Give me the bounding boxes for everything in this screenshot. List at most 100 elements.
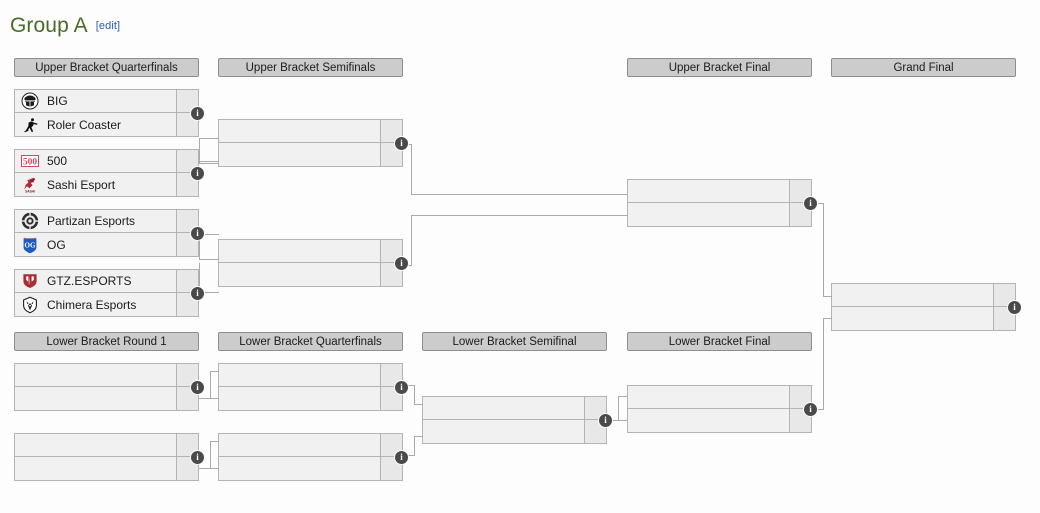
score-cell bbox=[176, 90, 198, 112]
score-cell bbox=[584, 420, 606, 443]
opponent-name-cell bbox=[628, 180, 789, 202]
match-opponent-top[interactable] bbox=[15, 364, 198, 387]
connector-line bbox=[414, 385, 415, 404]
match-ubsf2[interactable]: i bbox=[218, 239, 408, 287]
connector-line bbox=[414, 436, 415, 456]
match-opponent-top[interactable] bbox=[423, 397, 606, 420]
opponent-name-cell bbox=[219, 240, 380, 262]
match-opponent-bottom[interactable] bbox=[15, 457, 198, 480]
match-opponent-top[interactable] bbox=[219, 434, 402, 457]
score-cell bbox=[176, 113, 198, 136]
info-icon[interactable]: i bbox=[191, 381, 204, 394]
500-logo: 500 bbox=[21, 152, 39, 170]
match-ubf1[interactable]: i bbox=[627, 179, 817, 227]
match-opponent-bottom[interactable]: Roler Coaster bbox=[15, 113, 198, 136]
score-cell bbox=[176, 270, 198, 292]
match-opponent-bottom[interactable] bbox=[219, 263, 402, 286]
info-icon[interactable]: i bbox=[1008, 301, 1021, 314]
connector-line bbox=[210, 441, 219, 442]
match-opponent-bottom[interactable] bbox=[628, 409, 811, 432]
info-icon[interactable]: i bbox=[191, 287, 204, 300]
match-lbqf2[interactable]: i bbox=[218, 433, 408, 481]
connector-line bbox=[210, 441, 211, 469]
info-icon[interactable]: i bbox=[395, 381, 408, 394]
match-opponent-bottom[interactable] bbox=[628, 203, 811, 226]
match-opponent-top[interactable] bbox=[628, 386, 811, 409]
connector-line bbox=[199, 259, 219, 260]
connector-line bbox=[199, 138, 219, 139]
match-opponent-bottom[interactable]: SASHI Sashi Esport bbox=[15, 173, 198, 196]
connector-line bbox=[607, 420, 628, 421]
match-opponent-top[interactable] bbox=[219, 120, 402, 143]
match-opponent-bottom[interactable]: OG OG bbox=[15, 233, 198, 256]
opponent-name-cell: 500 500 bbox=[15, 150, 176, 172]
opponent-name-cell bbox=[219, 143, 380, 166]
opponent-name-cell bbox=[219, 457, 380, 480]
svg-text:500: 500 bbox=[23, 157, 38, 167]
match-opponent-bottom[interactable]: Chimera Esports bbox=[15, 293, 198, 316]
info-icon[interactable]: i bbox=[191, 107, 204, 120]
match-ubsf1[interactable]: i bbox=[218, 119, 408, 167]
match-ubqf3[interactable]: Partizan Esports OG OG i bbox=[14, 209, 204, 257]
connector-line bbox=[199, 468, 219, 469]
score-cell bbox=[176, 210, 198, 232]
match-lbr1b[interactable]: i bbox=[14, 433, 204, 481]
score-cell bbox=[789, 386, 811, 408]
match-opponent-top[interactable]: BIG bbox=[15, 90, 198, 113]
match-opponent-top[interactable] bbox=[628, 180, 811, 203]
team-name: OG bbox=[47, 237, 66, 252]
info-icon[interactable]: i bbox=[599, 414, 612, 427]
opponent-name-cell: Chimera Esports bbox=[15, 293, 176, 316]
opponent-name-cell bbox=[15, 457, 176, 480]
connector-line bbox=[411, 194, 628, 195]
match-opponent-bottom[interactable] bbox=[219, 387, 402, 410]
match-opponent-bottom[interactable] bbox=[832, 307, 1015, 330]
match-lbsf1[interactable]: i bbox=[422, 396, 612, 444]
match-opponent-bottom[interactable] bbox=[219, 143, 402, 166]
score-cell bbox=[789, 203, 811, 226]
match-ubqf2[interactable]: 500 500 SASHI Sashi Esport i bbox=[14, 149, 204, 197]
match-lbr1a[interactable]: i bbox=[14, 363, 204, 411]
page-title-text: Group A bbox=[10, 14, 88, 37]
opponent-name-cell bbox=[832, 307, 993, 330]
match-lbqf1[interactable]: i bbox=[218, 363, 408, 411]
team-name: Partizan Esports bbox=[47, 214, 136, 228]
match-opponent-top[interactable]: 500 500 bbox=[15, 150, 198, 173]
match-opponent-bottom[interactable] bbox=[219, 457, 402, 480]
info-icon[interactable]: i bbox=[191, 227, 204, 240]
score-cell bbox=[380, 457, 402, 480]
match-opponent-top[interactable] bbox=[219, 240, 402, 263]
match-grand-final[interactable]: i bbox=[831, 283, 1021, 331]
opponent-name-cell: GTZ.ESPORTS bbox=[15, 270, 176, 292]
connector-line bbox=[199, 398, 219, 399]
info-icon[interactable]: i bbox=[804, 197, 817, 210]
partizan-esports-logo bbox=[21, 212, 39, 230]
opponent-name-cell: OG OG bbox=[15, 233, 176, 256]
match-opponent-top[interactable] bbox=[832, 284, 1015, 307]
info-icon[interactable]: i bbox=[191, 167, 204, 180]
match-opponent-bottom[interactable] bbox=[15, 387, 198, 410]
score-cell bbox=[176, 387, 198, 410]
match-lbf1[interactable]: i bbox=[627, 385, 817, 433]
edit-link[interactable]: [edit] bbox=[95, 20, 121, 32]
connector-line bbox=[199, 234, 219, 235]
match-opponent-top[interactable]: Partizan Esports bbox=[15, 210, 198, 233]
info-icon[interactable]: i bbox=[395, 137, 408, 150]
info-icon[interactable]: i bbox=[395, 257, 408, 270]
score-cell bbox=[176, 150, 198, 172]
match-ubqf4[interactable]: GTZ.ESPORTS Chimera Esports i bbox=[14, 269, 204, 317]
info-icon[interactable]: i bbox=[395, 451, 408, 464]
match-opponent-top[interactable] bbox=[15, 434, 198, 457]
team-name: GTZ.ESPORTS bbox=[47, 274, 132, 288]
match-ubqf1[interactable]: BIG Roler Coaster i bbox=[14, 89, 204, 137]
match-opponent-bottom[interactable] bbox=[423, 420, 606, 443]
info-icon[interactable]: i bbox=[191, 451, 204, 464]
score-cell bbox=[176, 233, 198, 256]
match-opponent-top[interactable] bbox=[219, 364, 402, 387]
info-icon[interactable]: i bbox=[804, 403, 817, 416]
opponent-name-cell: SASHI Sashi Esport bbox=[15, 173, 176, 196]
connector-line bbox=[618, 396, 628, 397]
match-opponent-top[interactable]: GTZ.ESPORTS bbox=[15, 270, 198, 293]
connector-line bbox=[403, 385, 415, 386]
roler-coaster-logo bbox=[21, 116, 39, 134]
